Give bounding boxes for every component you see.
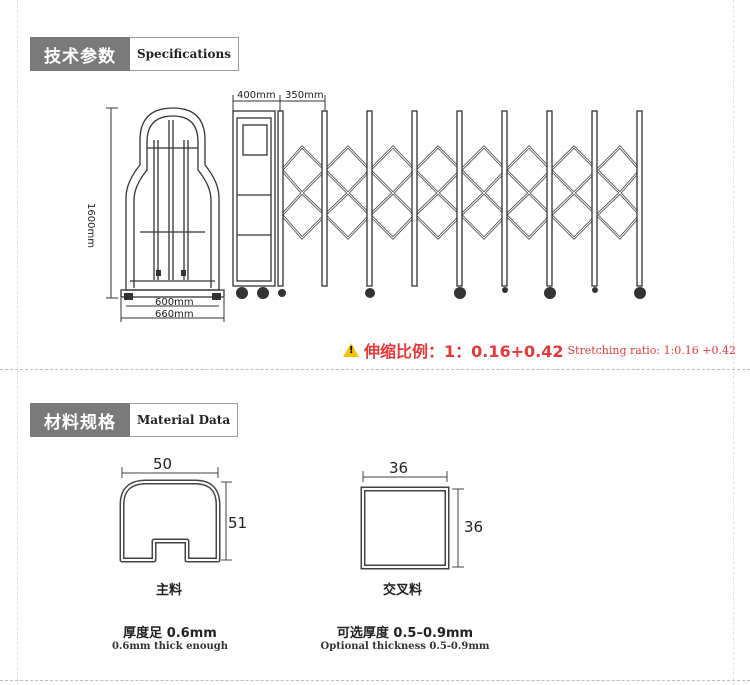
main-profile-drawing	[119, 467, 232, 563]
material-section-header: 材料规格 Material Data	[30, 403, 239, 437]
cross-thickness-en: Optional thickness 0.5-0.9mm	[320, 641, 490, 652]
side-cabinet	[232, 110, 276, 287]
cross-profile-width: 36	[389, 459, 409, 477]
spec-section-header: 技术参数 Specifications	[30, 37, 239, 71]
guide-line	[733, 0, 734, 685]
depth-400-label: 400mm	[237, 90, 276, 101]
width-600-label: 600mm	[155, 297, 194, 308]
main-profile-name: 主料	[156, 583, 183, 598]
guide-line	[17, 0, 18, 685]
section-divider	[0, 369, 750, 370]
cross-profile-name: 交叉料	[383, 583, 423, 598]
bottom-divider	[0, 680, 750, 681]
spec-header-cn: 技术参数	[30, 37, 130, 71]
main-thickness-en: 0.6mm thick enough	[111, 641, 229, 652]
spec-header-en: Specifications	[130, 37, 239, 71]
spacing-350-label: 350mm	[285, 90, 324, 101]
warning-icon	[342, 343, 359, 357]
ratio-cn: 伸缩比例：1：0.16+0.42	[363, 342, 564, 361]
cross-profile-height: 36	[464, 518, 484, 536]
ratio-en: Stretching ratio: 1:0.16 +0.42	[567, 343, 736, 357]
cross-profile-drawing	[360, 471, 464, 570]
main-profile-width: 50	[153, 455, 173, 473]
main-thickness-cn: 厚度足 0.6mm	[123, 626, 217, 641]
cross-thickness-cn: 可选厚度 0.5–0.9mm	[336, 626, 474, 641]
material-header-cn: 材料规格	[30, 403, 130, 437]
stretching-ratio-note: 伸缩比例：1：0.16+0.42 Stretching ratio: 1:0.1…	[342, 338, 736, 362]
cross-profile-caption: 可选厚度 0.5–0.9mm Optional thickness 0.5-0.…	[310, 622, 500, 652]
main-profile-height: 51	[228, 514, 248, 532]
width-660-label: 660mm	[155, 309, 194, 320]
main-profile-caption: 厚度足 0.6mm 0.6mm thick enough	[95, 622, 245, 652]
height-label: 1600mm	[85, 203, 96, 248]
front-view	[120, 107, 225, 298]
material-header-en: Material Data	[130, 403, 239, 437]
